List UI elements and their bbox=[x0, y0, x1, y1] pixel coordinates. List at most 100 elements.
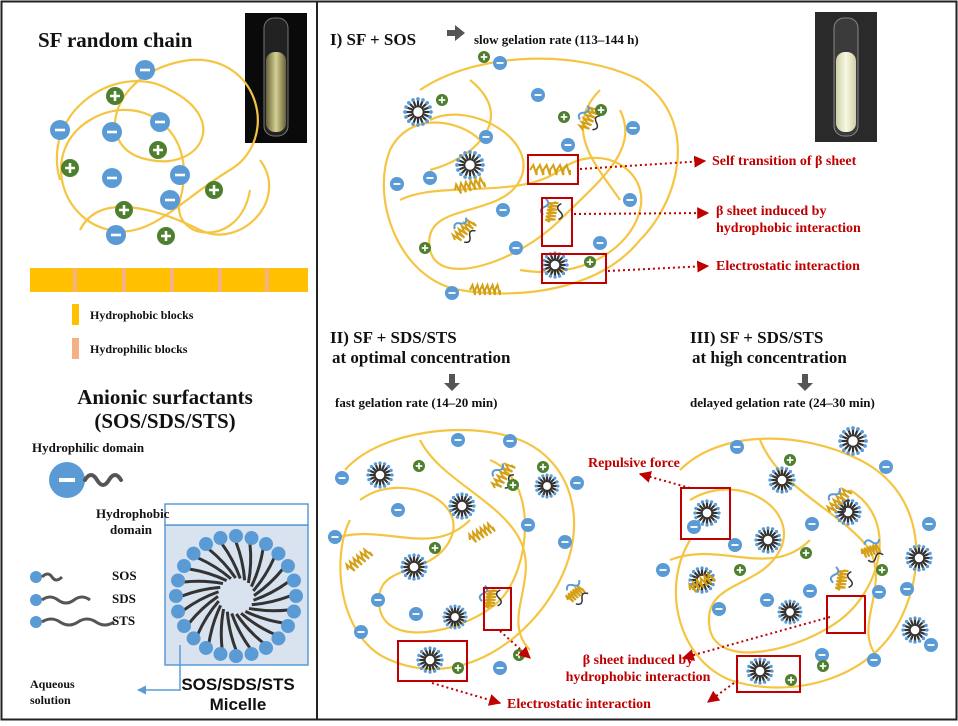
arrow-beta-from-p2 bbox=[499, 630, 531, 659]
positive-charge-icon bbox=[115, 201, 133, 219]
surfactant-tail bbox=[246, 543, 253, 584]
negative-charge-icon bbox=[728, 538, 742, 552]
surfactant-head bbox=[213, 531, 228, 546]
surfactant-head bbox=[213, 646, 228, 661]
negative-charge-icon bbox=[558, 535, 572, 549]
positive-charge-icon bbox=[478, 51, 490, 63]
panel3-title-line1: III) SF + SDS/STS bbox=[690, 328, 824, 347]
hydrophobic-blocks-label: Hydrophobic blocks bbox=[90, 308, 194, 322]
surfactant-head bbox=[199, 640, 213, 655]
positive-charge-icon bbox=[429, 542, 441, 554]
surfactant-tail bbox=[196, 600, 220, 635]
sf-chain-path bbox=[674, 437, 918, 689]
negative-charge-icon bbox=[879, 460, 893, 474]
hydrophilic-blocks-label: Hydrophilic blocks bbox=[90, 342, 188, 356]
arrow-electrostatic-p3 bbox=[707, 679, 739, 703]
negative-charge-icon bbox=[570, 476, 584, 490]
surfactant-head bbox=[169, 589, 183, 603]
hydrophilic-domain-label: Hydrophilic domain bbox=[32, 440, 145, 455]
aqueous-line2: solution bbox=[30, 693, 71, 707]
negative-charge-icon bbox=[593, 236, 607, 250]
negative-charge-icon bbox=[493, 661, 507, 675]
beta-helix-icon bbox=[565, 580, 589, 606]
negative-charge-icon bbox=[656, 563, 670, 577]
negative-charge-icon bbox=[687, 520, 701, 534]
surfactant-tail bbox=[251, 594, 291, 607]
negative-charge-icon bbox=[712, 602, 726, 616]
positive-charge-icon bbox=[785, 674, 797, 686]
beta-induced-label: β sheet induced by hydrophobic interacti… bbox=[716, 203, 861, 237]
surfactant-head bbox=[286, 573, 301, 588]
positive-charge-icon bbox=[784, 454, 796, 466]
bottom-beta-line1: β sheet induced by bbox=[582, 653, 694, 668]
surfactant-head bbox=[286, 604, 301, 619]
surfactant-head bbox=[186, 546, 201, 561]
micelle-icon bbox=[403, 97, 433, 127]
negative-charge-icon bbox=[867, 653, 881, 667]
panel3-title-line2: at high concentration bbox=[692, 348, 847, 367]
negative-charge-icon bbox=[335, 471, 349, 485]
negative-charge-icon bbox=[170, 165, 190, 185]
surfactant-head bbox=[280, 619, 295, 633]
sos-molecule-icon bbox=[30, 571, 64, 583]
surfactant-head bbox=[171, 573, 186, 588]
panel2-title-line2: at optimal concentration bbox=[332, 348, 511, 367]
micelle-icon bbox=[455, 150, 485, 180]
beta-helix-icon bbox=[825, 486, 853, 514]
positive-charge-icon bbox=[584, 256, 596, 268]
beta-helix-icon bbox=[468, 520, 496, 543]
surfactant-head bbox=[259, 537, 273, 552]
positive-charge-icon bbox=[419, 242, 431, 254]
negative-charge-icon bbox=[160, 190, 180, 210]
positive-charge-icon bbox=[507, 479, 519, 491]
beta-helix-icon bbox=[469, 282, 501, 296]
block-bar bbox=[30, 268, 308, 292]
positive-charge-icon bbox=[800, 547, 812, 559]
negative-charge-icon bbox=[805, 517, 819, 531]
negative-charge-icon bbox=[900, 582, 914, 596]
surfactant-head bbox=[199, 537, 213, 552]
surfactant-head bbox=[271, 631, 286, 646]
electrostatic-box-3 bbox=[736, 655, 801, 693]
negative-charge-icon bbox=[106, 225, 126, 245]
surfactant-head bbox=[229, 649, 243, 663]
aqueous-line1: Aqueous bbox=[30, 677, 75, 691]
surfactant-head bbox=[177, 559, 192, 573]
beta-induced-box bbox=[541, 197, 573, 247]
positive-charge-icon bbox=[157, 227, 175, 245]
surfactant-tail bbox=[248, 606, 289, 613]
negative-charge-icon bbox=[730, 440, 744, 454]
hydrophobic-domain-line2: domain bbox=[110, 522, 152, 537]
anionic-title-line1: Anionic surfactants bbox=[77, 385, 253, 409]
micelle-icon bbox=[416, 646, 444, 674]
positive-charge-icon bbox=[537, 461, 549, 473]
self-transition-box bbox=[527, 154, 579, 185]
beta-induced-box-3 bbox=[826, 595, 866, 634]
arrow-electrostatic bbox=[607, 260, 710, 273]
surfactant-tail bbox=[250, 548, 265, 588]
surfactant-tail bbox=[253, 568, 284, 597]
aqueous-arrow bbox=[137, 645, 181, 695]
positive-charge-icon bbox=[558, 111, 570, 123]
negative-charge-icon bbox=[503, 434, 517, 448]
panel3-rate: delayed gelation rate (24–30 min) bbox=[690, 395, 875, 410]
positive-charge-icon bbox=[436, 94, 448, 106]
positive-charge-icon bbox=[595, 104, 607, 116]
sf-chain-path bbox=[55, 58, 259, 234]
micelle-icon bbox=[693, 499, 721, 527]
surfactant-head bbox=[289, 589, 303, 603]
beta-helix-icon bbox=[576, 105, 601, 131]
sos-label: SOS bbox=[112, 568, 137, 583]
positive-charge-icon bbox=[734, 564, 746, 576]
sf-random-chain-title: SF random chain bbox=[38, 28, 193, 52]
panel2-title-line1: II) SF + SDS/STS bbox=[330, 328, 457, 347]
micelle-icon bbox=[169, 529, 303, 663]
beta-helix-icon bbox=[529, 162, 571, 176]
micelle-line2: Micelle bbox=[209, 695, 267, 714]
sts-label: STS bbox=[112, 613, 136, 628]
negative-charge-icon bbox=[354, 625, 368, 639]
sts-molecule-icon bbox=[30, 616, 115, 628]
negative-charge-icon bbox=[531, 88, 545, 102]
